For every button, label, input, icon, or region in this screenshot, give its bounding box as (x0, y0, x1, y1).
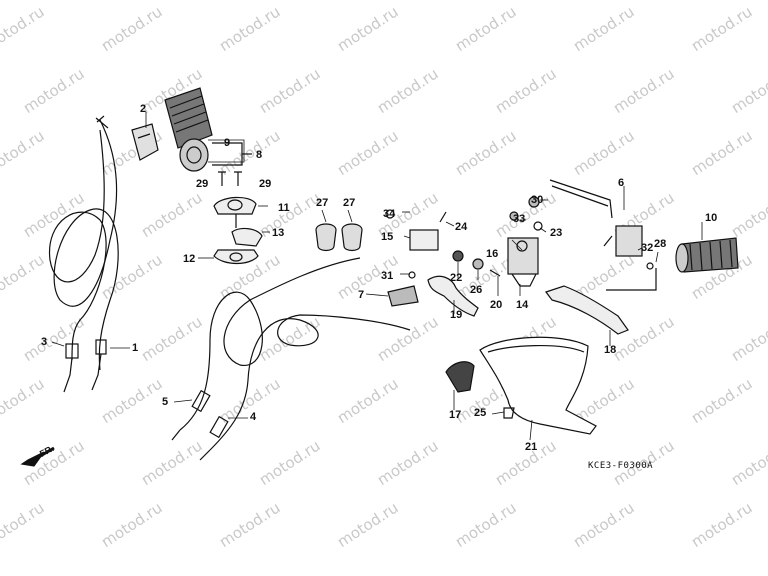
callout-31: 31 (381, 270, 394, 282)
throttle-cable-1 (53, 115, 119, 391)
diagram-code: KCE3-F0300A (588, 461, 654, 471)
right-grip (675, 237, 739, 273)
callout-12: 12 (183, 253, 196, 265)
throttle-grip (164, 87, 213, 172)
callout-28: 28 (654, 238, 667, 250)
brake-master-cylinder (507, 237, 539, 287)
throttle-housing (131, 123, 159, 161)
callout-24: 24 (455, 221, 468, 233)
callout-19: 19 (450, 309, 463, 321)
callout-33: 33 (513, 213, 526, 225)
callout-6: 6 (618, 177, 625, 189)
callout-16: 16 (486, 248, 499, 260)
cable-5 (171, 257, 361, 441)
callout-27a: 27 (316, 197, 329, 209)
switch-housing-halves (213, 196, 263, 265)
callout-4: 4 (250, 411, 257, 423)
callout-23: 23 (550, 227, 563, 239)
callout-14: 14 (516, 299, 529, 311)
switch-assembly (549, 179, 657, 291)
callout-7: 7 (358, 289, 365, 301)
callout-29b: 29 (259, 178, 272, 190)
callout-1: 1 (132, 342, 139, 354)
cable-4 (199, 314, 411, 461)
leader-lines (51, 112, 703, 441)
brake-lever (545, 285, 629, 335)
bands-27 (315, 223, 363, 252)
callout-2: 2 (140, 103, 147, 115)
callout-20: 20 (490, 299, 503, 311)
callout-22: 22 (450, 272, 463, 284)
callout-21: 21 (525, 441, 538, 453)
callout-11: 11 (278, 202, 290, 214)
callout-32: 32 (641, 242, 654, 254)
callout-29a: 29 (196, 178, 209, 190)
callout-18: 18 (604, 344, 617, 356)
callout-8: 8 (256, 149, 263, 161)
clutch-lever-bracket (385, 209, 447, 279)
clutch-lever (427, 275, 479, 317)
callout-34: 34 (383, 208, 396, 220)
front-arrow (20, 446, 55, 467)
callout-25: 25 (474, 407, 487, 419)
knuckle-guard (445, 336, 597, 435)
callout-30: 30 (531, 194, 544, 206)
callout-10: 10 (705, 212, 718, 224)
callout-9: 9 (224, 137, 231, 149)
clutch-switch (387, 285, 419, 307)
callout-27b: 27 (343, 197, 356, 209)
callout-3: 3 (41, 336, 48, 348)
callout-26: 26 (470, 284, 483, 296)
callout-13: 13 (272, 227, 285, 239)
screws-29 (218, 171, 242, 186)
callout-17: 17 (449, 409, 462, 421)
callout-15: 15 (381, 231, 394, 243)
callout-5: 5 (162, 396, 169, 408)
small-parts (452, 196, 543, 277)
throttle-cable-3 (48, 129, 107, 393)
